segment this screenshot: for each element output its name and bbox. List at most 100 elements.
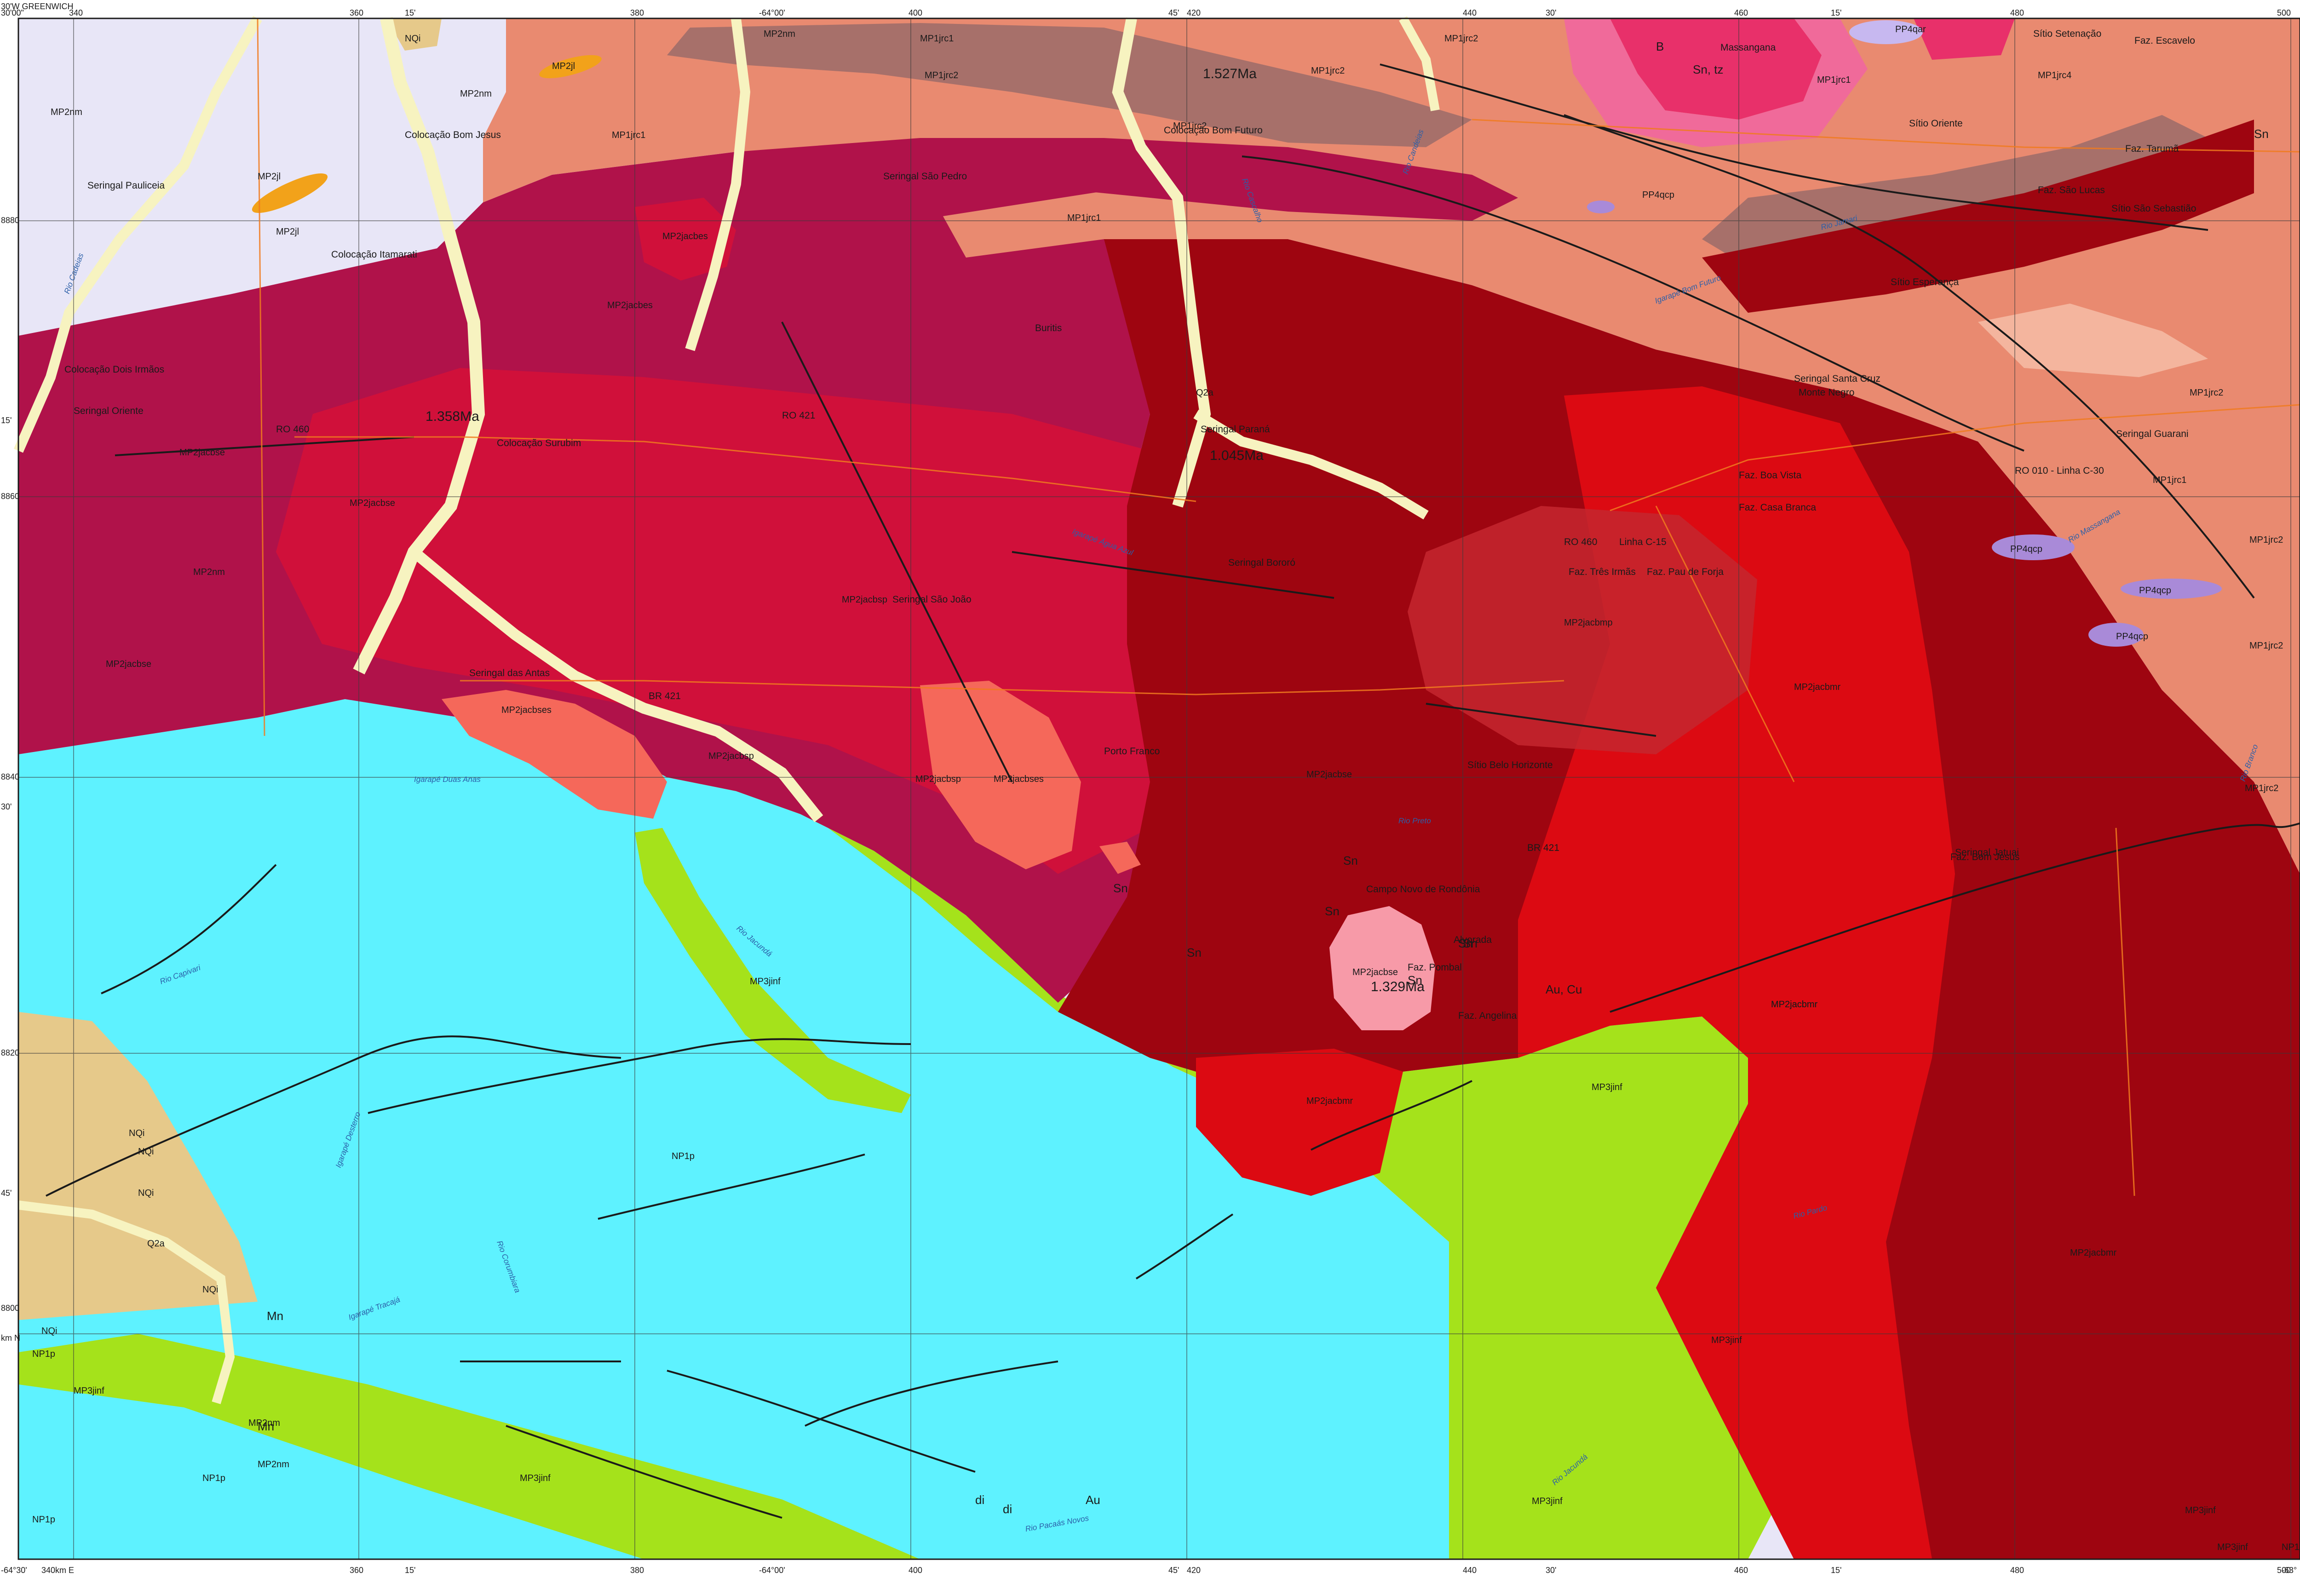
place-label-4: Seringal Oriente xyxy=(74,406,144,416)
grid-label-top-11: 15' xyxy=(1831,8,1841,17)
mineral-label-15: Sn xyxy=(2254,127,2269,141)
grid-label-bottom-0: 360 xyxy=(350,1566,363,1575)
unit-label-66: MP2jacbmr xyxy=(1771,999,1817,1010)
grid-label-left-2: 8860 xyxy=(1,492,19,501)
unit-mp2jacbses-2 xyxy=(442,690,667,819)
grid-label-left-1: 15' xyxy=(1,416,12,425)
grid-label-bottom-5: 45' xyxy=(1168,1566,1179,1575)
unit-label-14: MP2jl xyxy=(552,61,575,71)
place-label-9: Buritis xyxy=(1035,323,1062,333)
unit-pp4qcp-4 xyxy=(1849,20,1923,44)
unit-label-18: MP1jrc1 xyxy=(612,130,645,140)
frame-greenwich: 30'W GREENWICH xyxy=(1,2,73,11)
place-label-34: Seringal Jatuai xyxy=(1955,847,2019,858)
unit-mp2jacb-brightred-west xyxy=(1196,1049,1403,1196)
unit-q2a-river-1 xyxy=(353,17,485,675)
unit-label-41: MP2jacbmr xyxy=(1771,999,1817,1010)
grid-label-bottom-2: 380 xyxy=(630,1566,644,1575)
unit-pp4qcp-5 xyxy=(1587,201,1615,213)
place-label-25: Massangana xyxy=(1720,42,1776,53)
place-label-24: Monte Negro xyxy=(1799,387,1854,398)
place-label-42: RO 460 xyxy=(276,424,309,435)
grid-label-bottom-8: 30' xyxy=(1546,1566,1556,1575)
age-label-1: 1.358Ma xyxy=(426,409,479,424)
unit-label-26: MP1jrc2 xyxy=(2190,388,2223,398)
place-label-7: Seringal São Pedro xyxy=(883,171,967,182)
place-label-17: Faz. Angelina xyxy=(1458,1010,1517,1021)
mineral-label-3: Sn xyxy=(1187,946,1202,959)
unit-label-37: MP2jacbsp xyxy=(915,774,961,784)
unit-labels: MP2nmMP2nmMP2nmMP2nmMP2nmMP2nmNQiNQiNQiN… xyxy=(32,24,2300,1552)
grid-label-bottom-11: 480 xyxy=(2010,1566,2024,1575)
unit-q2a-river-6 xyxy=(13,16,262,453)
place-label-8: Colocação Bom Futuro xyxy=(1164,125,1263,136)
grid-label-bottom-4: 400 xyxy=(908,1566,922,1575)
unit-label-64: PP4qcp xyxy=(2116,632,2148,642)
grid-label-top-9: 30' xyxy=(1546,8,1556,17)
grid-label-top-5: 400 xyxy=(908,8,922,17)
unit-label-22: MP1jrc2 xyxy=(1173,121,1207,131)
river-label-10: Rio Preto xyxy=(1398,816,1431,825)
place-label-10: Seringal Paraná xyxy=(1201,424,1270,435)
unit-pp4qcp-2 xyxy=(2121,579,2222,599)
place-label-21: Faz. Casa Branca xyxy=(1739,502,1816,513)
unit-label-25: MP1jrc4 xyxy=(2038,70,2071,80)
unit-label-40: MP2jacbmp xyxy=(1564,618,1613,628)
map-frame xyxy=(17,17,2300,1560)
unit-label-51: NP1p xyxy=(32,1515,55,1525)
place-label-27: Faz. Escavelo xyxy=(2134,35,2195,46)
place-label-41: BR 421 xyxy=(1527,843,1559,853)
unit-label-44: MP2jacbmr xyxy=(1794,682,1840,692)
unit-label-3: MP2nm xyxy=(248,1418,280,1428)
unit-label-11: NQi xyxy=(41,1326,57,1336)
unit-label-21: MP1jrc2 xyxy=(925,70,958,80)
grid-label-bottom-9: 460 xyxy=(1734,1566,1748,1575)
grid-label-top-12: 480 xyxy=(2010,8,2024,17)
place-label-40: RO 421 xyxy=(782,410,815,421)
unit-mp3jinf-south xyxy=(18,1334,920,1559)
unit-label-42: MP2jacbmr xyxy=(1306,1096,1353,1106)
unit-label-6: NQi xyxy=(405,34,420,44)
unit-label-27: MP1jrc2 xyxy=(2249,535,2283,545)
mineral-label-11: di xyxy=(975,1493,984,1507)
place-label-23: Faz. Pau de Forja xyxy=(1647,567,1724,577)
frame-top-left: 30'00" xyxy=(1,8,24,17)
unit-mp1rc-dark-band-2 xyxy=(1702,115,2208,267)
place-label-2: Colocação Itamarati xyxy=(331,249,417,260)
mineral-label-8: Au, Cu xyxy=(1546,982,1582,996)
unit-label-29: MP1jrc2 xyxy=(2245,783,2278,793)
place-label-28: Sítio Oriente xyxy=(1909,118,1963,129)
river-label-1: Igarapé Duas Anas xyxy=(414,775,481,784)
unit-label-38: MP2jacbse xyxy=(1306,769,1352,780)
mineral-label-1: Sn xyxy=(1113,881,1128,895)
grid-label-bottom-3: -64°00' xyxy=(759,1566,785,1575)
place-label-35: Faz. São Lucas xyxy=(2038,185,2105,195)
grid-label-top-6: 45' xyxy=(1168,8,1179,17)
unit-nqi-north xyxy=(386,18,442,51)
place-label-22: Faz. Três Irmãs xyxy=(1569,567,1636,577)
unit-label-39: MP2jacbse xyxy=(1352,967,1398,977)
unit-mp2-pink-intrusion xyxy=(1329,906,1435,1030)
grid-label-left-3: 8840 xyxy=(1,772,19,781)
place-label-3: Colocação Dois Irmãos xyxy=(64,364,164,375)
unit-nqi-west xyxy=(18,1012,258,1320)
grid-label-top-13: 500 xyxy=(2277,8,2291,17)
grid-label-bottom-12: 500 xyxy=(2277,1566,2291,1575)
fault-lines xyxy=(46,63,2300,1519)
unit-label-61: PP4qcp xyxy=(1642,190,1674,200)
unit-label-10: NQi xyxy=(202,1285,218,1295)
mineral-label-4: Sn xyxy=(1458,936,1473,950)
unit-label-31: MP2jacbes xyxy=(662,231,708,241)
place-label-16: Faz. Pombal xyxy=(1408,962,1462,973)
unit-label-32: MP2jacbes xyxy=(607,300,653,310)
mineral-label-12: di xyxy=(1003,1502,1012,1516)
unit-label-34: MP2jacbse xyxy=(179,448,225,458)
grid-label-left-0: 8880 xyxy=(1,216,19,225)
unit-label-9: NQi xyxy=(138,1188,154,1198)
unit-label-53: MP3jinf xyxy=(750,976,781,987)
place-label-33: Seringal Guarani xyxy=(2116,429,2189,439)
